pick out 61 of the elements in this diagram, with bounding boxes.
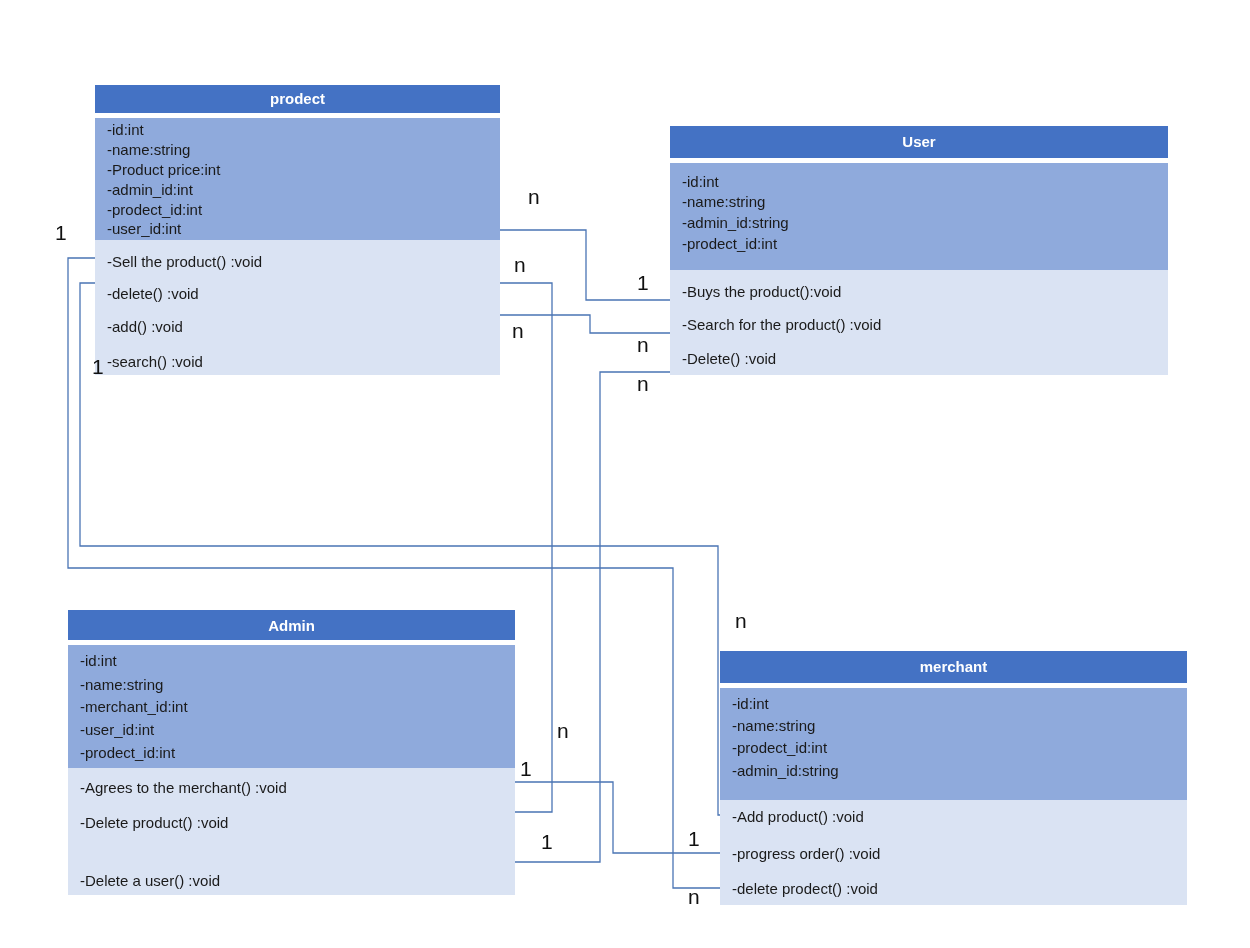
association-line [514, 371, 671, 863]
multiplicity-label: n [688, 886, 700, 908]
method-text: -Agrees to the merchant() :void [80, 779, 287, 797]
class-box [670, 126, 1168, 375]
class-name: User [901, 133, 937, 151]
multiplicity-label: n [528, 186, 540, 208]
association-line [499, 314, 671, 334]
attribute-text: -Product price:int [107, 161, 221, 179]
method-text: -delete() :void [107, 285, 199, 303]
attribute-text: -admin_id:int [107, 181, 193, 199]
multiplicity-label: n [637, 373, 649, 395]
association-line [67, 257, 721, 889]
class-name: prodect [269, 90, 326, 108]
attribute-text: -name:string [682, 193, 766, 211]
multiplicity-label: n [514, 254, 526, 276]
attribute-text: -merchant_id:int [80, 698, 188, 716]
attribute-text: -name:string [107, 141, 191, 159]
multiplicity-label: n [512, 320, 524, 342]
attribute-text: -admin_id:string [732, 762, 839, 780]
method-text: -progress order() :void [732, 845, 881, 863]
attribute-text: -user_id:int [80, 721, 155, 739]
class-box [95, 85, 500, 375]
multiplicity-label: n [557, 720, 569, 742]
association-line [79, 282, 721, 816]
method-text: -Delete a user() :void [80, 872, 221, 890]
association-line [499, 282, 553, 813]
multiplicity-label: 1 [520, 758, 532, 780]
attribute-text: -admin_id:string [682, 214, 789, 232]
multiplicity-label: n [637, 334, 649, 356]
attribute-text: -name:string [80, 676, 164, 694]
attribute-text: -name:string [732, 717, 816, 735]
attribute-text: -prodect_id:int [732, 739, 828, 757]
method-text: -Delete product() :void [80, 814, 229, 832]
method-text: -Add product() :void [732, 808, 864, 826]
class-box [720, 651, 1187, 905]
attribute-text: -prodect_id:int [80, 744, 176, 762]
multiplicity-label: 1 [55, 222, 67, 244]
attribute-text: -prodect_id:int [682, 235, 778, 253]
multiplicity-label: n [735, 610, 747, 632]
method-text: -add() :void [107, 318, 183, 336]
attribute-text: -id:int [80, 652, 117, 670]
attribute-text: -user_id:int [107, 220, 182, 238]
multiplicity-label: 1 [92, 356, 104, 378]
method-text: -Delete() :void [682, 350, 777, 368]
multiplicity-label: 1 [688, 828, 700, 850]
method-text: -Sell the product() :void [107, 253, 263, 271]
method-text: -delete prodect() :void [732, 880, 878, 898]
class-box [68, 610, 515, 895]
multiplicity-label: 1 [541, 831, 553, 853]
attribute-text: -prodect_id:int [107, 201, 203, 219]
association-line [514, 781, 721, 854]
class-name: Admin [267, 617, 316, 635]
attribute-text: -id:int [682, 173, 719, 191]
association-line [499, 229, 671, 301]
attribute-text: -id:int [107, 121, 144, 139]
attribute-text: -id:int [732, 695, 769, 713]
method-text: -Search for the product() :void [682, 316, 882, 334]
method-text: -search() :void [107, 353, 203, 371]
class-name: merchant [918, 658, 989, 676]
method-text: -Buys the product():void [682, 283, 842, 301]
multiplicity-label: 1 [637, 272, 649, 294]
